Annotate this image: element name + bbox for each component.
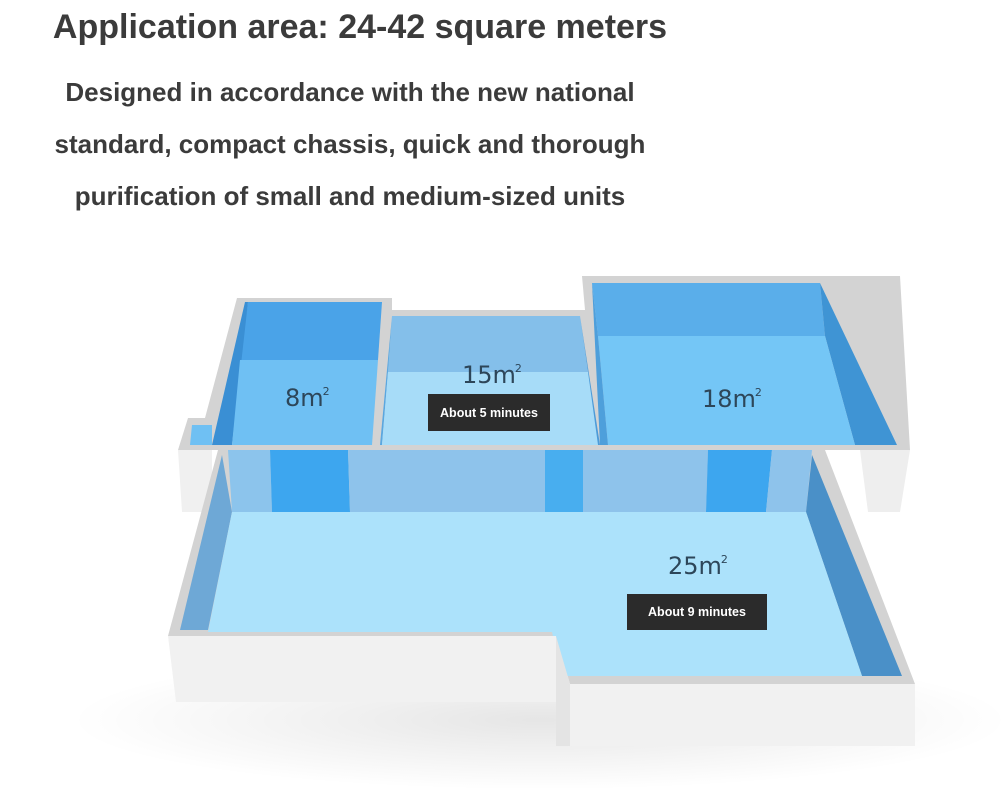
room-middle-back-wall [388,316,588,372]
wall-side-front-right [556,684,915,746]
room-middle-left-wall [380,316,392,445]
wall-side-back-left [178,450,212,512]
room-small-back-wall [240,302,382,360]
room-middle-time-badge: About 5 minutes [428,394,550,431]
room-middle-right-wall [580,316,600,445]
room-large-back-wall-5 [583,450,708,512]
page-description: Designed in accordance with the new nati… [20,66,680,222]
room-small-area-label: 8m2 [285,384,330,412]
room-right-right-wall [820,283,897,445]
room-large-back-wall-3 [348,450,545,512]
room-large-time-badge: About 9 minutes [627,594,767,630]
description-line-2: standard, compact chassis, quick and tho… [54,129,646,159]
room-right-left-wall [592,283,608,445]
description-line-3: purification of small and medium-sized u… [74,181,626,211]
room-large-left-wall [180,455,232,630]
room-large-back-wall-4 [545,450,583,512]
room-right-floor [598,336,855,445]
room-small-corridor [190,425,212,445]
room-large-back-wall-7 [766,450,812,512]
room-large-floor [208,512,862,676]
room-large-back-wall-2 [270,450,350,512]
room-right-back-wall [592,283,825,336]
page-title: Application area: 24-42 square meters [52,8,668,46]
description-line-1: Designed in accordance with the new nati… [65,77,635,107]
room-large-back-wall-1 [228,450,272,512]
room-large-right-wall [806,455,902,676]
room-large-back-wall-6 [706,450,772,512]
wall-side-front-left [168,636,556,702]
wall-side-step [556,636,570,746]
room-small-floor [232,360,378,445]
room-middle-area-label: 15m2 [462,361,522,389]
room-right-area-label: 18m2 [702,385,762,413]
room-small-left-wall [212,302,248,445]
wall-side-back-right [860,450,910,512]
room-large-area-label: 25m2 [668,552,728,580]
